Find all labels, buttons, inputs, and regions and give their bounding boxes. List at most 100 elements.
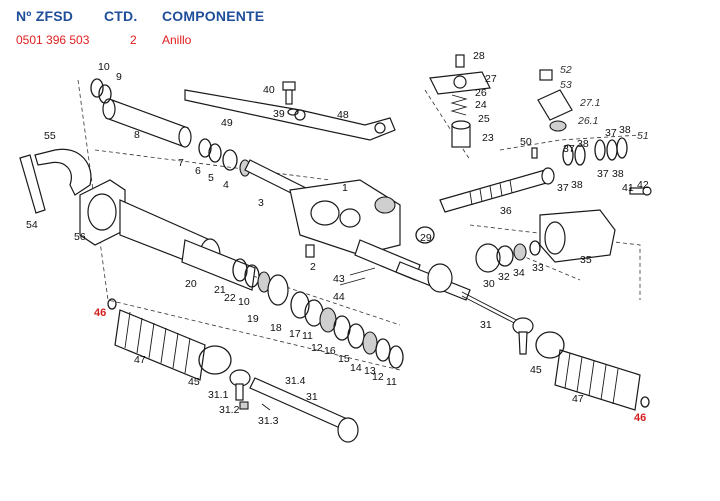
clamp-part-55 (34, 148, 92, 196)
tie-rod-end-part-31-left (229, 369, 359, 443)
callout-10: 10 (98, 61, 110, 73)
plug-part-2 (305, 244, 315, 258)
callout-37-c: 37 (557, 182, 569, 194)
ring-part-10-top (90, 78, 104, 98)
callout-33: 33 (532, 262, 544, 274)
callout-28: 28 (473, 50, 485, 62)
bellows-part-47-right (554, 349, 641, 411)
callout-17: 17 (289, 328, 301, 340)
callout-labels: 10 9 8 40 39 49 48 55 7 6 5 4 3 1 54 56 … (26, 50, 649, 427)
strap-part-54 (19, 154, 46, 214)
callout-36: 36 (500, 205, 512, 217)
spring-part-24 (450, 94, 468, 116)
callout-16: 16 (324, 345, 336, 357)
callout-14: 14 (350, 362, 362, 374)
callout-26: 26 (475, 87, 487, 99)
plug-part-23 (451, 120, 471, 148)
callout-27: 27 (485, 73, 497, 85)
callout-24: 24 (475, 99, 487, 111)
callout-19: 19 (247, 313, 259, 325)
callout-46-left: 46 (94, 307, 106, 319)
cover-part-27 (429, 71, 491, 95)
callout-51: 51 (637, 130, 649, 142)
callout-47-left: 47 (134, 354, 146, 366)
callout-54: 54 (26, 219, 38, 231)
callout-56: 56 (74, 231, 86, 243)
callout-53: 53 (560, 79, 572, 91)
rack-extension-lower (395, 261, 471, 301)
pin-part-50 (531, 147, 538, 159)
seal-rings-parts-37-38 (562, 137, 628, 166)
callout-13: 13 (364, 365, 376, 377)
callout-52: 52 (560, 64, 572, 76)
callout-7: 7 (178, 157, 184, 169)
tie-rod-part-31-right (461, 291, 534, 355)
callout-23: 23 (482, 132, 494, 144)
component-name-value: Anillo (162, 33, 192, 47)
callout-47-right: 47 (572, 393, 584, 405)
mount-part-56 (79, 179, 126, 246)
seal-rings-parts-10-22 (232, 258, 289, 306)
callout-48: 48 (337, 109, 349, 121)
seal-part-29 (415, 226, 435, 244)
callout-45-left: 45 (188, 376, 200, 388)
bearing-parts-30-33 (475, 240, 541, 273)
callout-11-mid: 11 (302, 330, 313, 342)
rings-parts-4-7 (198, 138, 251, 177)
pin-part-44 (339, 277, 366, 286)
callout-1: 1 (342, 182, 348, 194)
cylinder-part-20 (119, 199, 256, 291)
ring-part-46-left (107, 298, 117, 310)
callout-40: 40 (263, 84, 275, 96)
callout-39: 39 (273, 108, 285, 120)
callout-44: 44 (333, 291, 345, 303)
pinion-shaft-part-36 (439, 167, 555, 213)
callout-5: 5 (208, 172, 214, 184)
bolt-parts-41-42 (629, 186, 652, 196)
cover-part-35 (539, 209, 616, 263)
callout-31-right: 31 (480, 319, 492, 331)
valve-parts-52-53 (537, 69, 573, 132)
bolt-part-40 (282, 81, 296, 105)
callout-12-mid: 12 (311, 342, 323, 354)
callout-38-c: 38 (571, 179, 583, 191)
quantity-value: 2 (130, 33, 137, 47)
callout-37-b: 37 (605, 127, 617, 139)
part-number-value: 0501 396 503 (16, 33, 90, 47)
callout-27-1: 27.1 (579, 97, 600, 109)
callout-32: 32 (498, 271, 510, 283)
callout-10-mid: 10 (238, 296, 250, 308)
callout-31-2: 31.2 (219, 404, 240, 416)
callout-31-1: 31.1 (208, 389, 229, 401)
callout-38-a: 38 (577, 138, 589, 150)
pipe-part-8 (102, 98, 192, 148)
callout-26-1: 26.1 (577, 115, 598, 127)
callout-4: 4 (223, 179, 229, 191)
callout-37-d: 37 (597, 168, 609, 180)
callout-22: 22 (224, 292, 236, 304)
callout-31-4: 31.4 (285, 375, 306, 387)
callout-50: 50 (520, 136, 532, 148)
ring-part-9 (98, 84, 112, 104)
callout-38-d: 38 (612, 168, 624, 180)
callout-3: 3 (258, 197, 264, 209)
washer-part-39 (287, 108, 299, 116)
pin-part-43 (349, 267, 376, 276)
bellows-part-47-left (114, 309, 206, 381)
callout-2: 2 (310, 261, 316, 273)
callout-31-left: 31 (306, 391, 318, 403)
bolt-part-28 (455, 54, 465, 68)
callout-49: 49 (221, 117, 233, 129)
callout-20: 20 (185, 278, 197, 290)
callout-38-b: 38 (619, 124, 631, 136)
callout-8: 8 (134, 129, 140, 141)
clamp-ring-part-45-left (198, 345, 232, 375)
callout-29: 29 (420, 232, 432, 244)
callout-31-3: 31.3 (258, 415, 279, 427)
seal-stack-parts-11-18 (290, 291, 404, 369)
callout-25: 25 (478, 113, 490, 125)
callout-46-right: 46 (634, 412, 646, 424)
callout-6: 6 (195, 165, 201, 177)
callout-12: 12 (372, 371, 384, 383)
